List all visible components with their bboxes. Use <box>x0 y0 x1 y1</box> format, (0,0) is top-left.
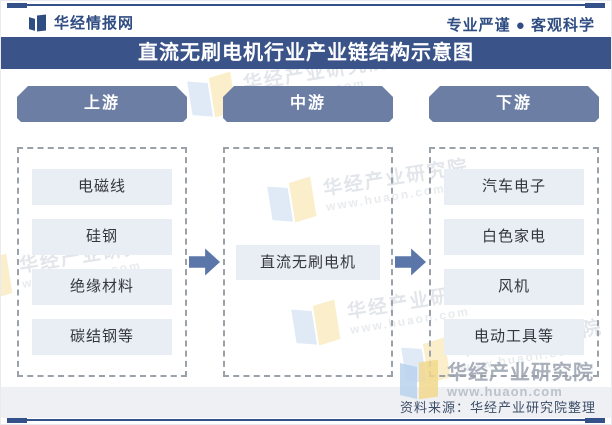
huaon-logo-icon <box>1 251 17 306</box>
brand: 华经情报网 <box>28 12 134 33</box>
downstream-item-4: 电动工具等 <box>444 319 584 355</box>
brand-name: 华经情报网 <box>54 15 135 32</box>
huajing-logo-icon <box>28 13 47 33</box>
stage-header-downstream: 下游 <box>429 86 599 122</box>
data-source: 资料来源：华经产业研究院整理 <box>399 400 596 415</box>
upstream-box: 电磁线 硅钢 绝缘材料 碳结钢等 <box>17 147 187 377</box>
page-title: 直流无刷电机行业产业链结构示意图 <box>1 37 611 69</box>
downstream-box: 汽车电子 白色家电 风机 电动工具等 <box>429 147 599 377</box>
arrow-right-icon <box>395 248 426 276</box>
downstream-item-3: 风机 <box>444 269 584 305</box>
upstream-item-2: 硅钢 <box>32 219 172 255</box>
footer-bar <box>1 387 611 418</box>
top-border-line <box>7 2 605 8</box>
stage-header-upstream: 上游 <box>17 86 187 122</box>
midstream-item-1: 直流无刷电机 <box>236 244 380 280</box>
upstream-item-3: 绝缘材料 <box>32 269 172 305</box>
downstream-item-2: 白色家电 <box>444 219 584 255</box>
downstream-item-1: 汽车电子 <box>444 169 584 205</box>
upstream-item-1: 电磁线 <box>32 169 172 205</box>
midstream-box: 直流无刷电机 <box>223 147 393 377</box>
bottom-border-line <box>7 417 605 423</box>
upstream-item-4: 碳结钢等 <box>32 319 172 355</box>
arrow-right-icon <box>189 248 220 276</box>
stage-header-midstream: 中游 <box>223 86 393 122</box>
slogan: 专业严谨 ● 客观科学 <box>446 17 595 34</box>
